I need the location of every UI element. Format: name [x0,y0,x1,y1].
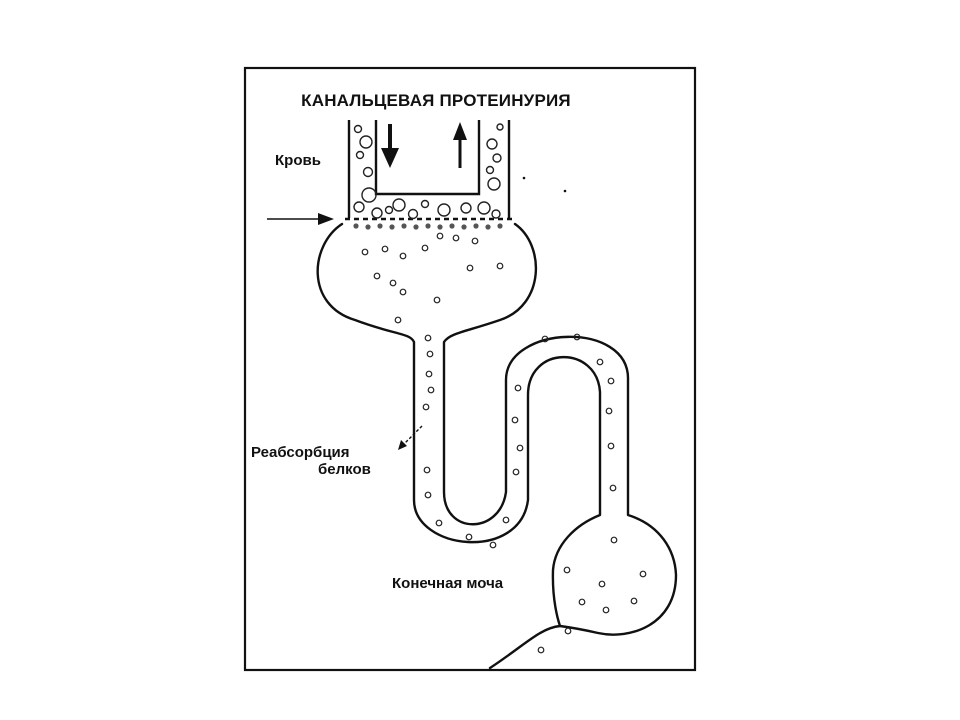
filter-pores [353,223,503,230]
blood-label: Кровь [275,152,321,169]
filtered-protein-particles [361,232,647,654]
nephron-outline [316,222,678,670]
stray-dot [522,176,526,180]
filter-pointer-arrow-icon [267,213,334,225]
diagram-title: КАНАЛЬЦЕВАЯ ПРОТЕИНУРИЯ [301,91,571,110]
blood-protein-molecules [353,123,504,220]
reabsorption-label-line2: белков [318,461,371,478]
reabsorption-label-line1: Реабсорбция [251,444,350,461]
final-urine-label: Конечная моча [392,575,504,592]
diagram-frame [243,66,697,672]
reabsorption-arrow-icon [398,425,423,450]
stray-dot [563,189,567,193]
arrow-up-icon [453,122,467,168]
arrow-down-icon [381,124,399,168]
capillary-loop [347,120,511,218]
